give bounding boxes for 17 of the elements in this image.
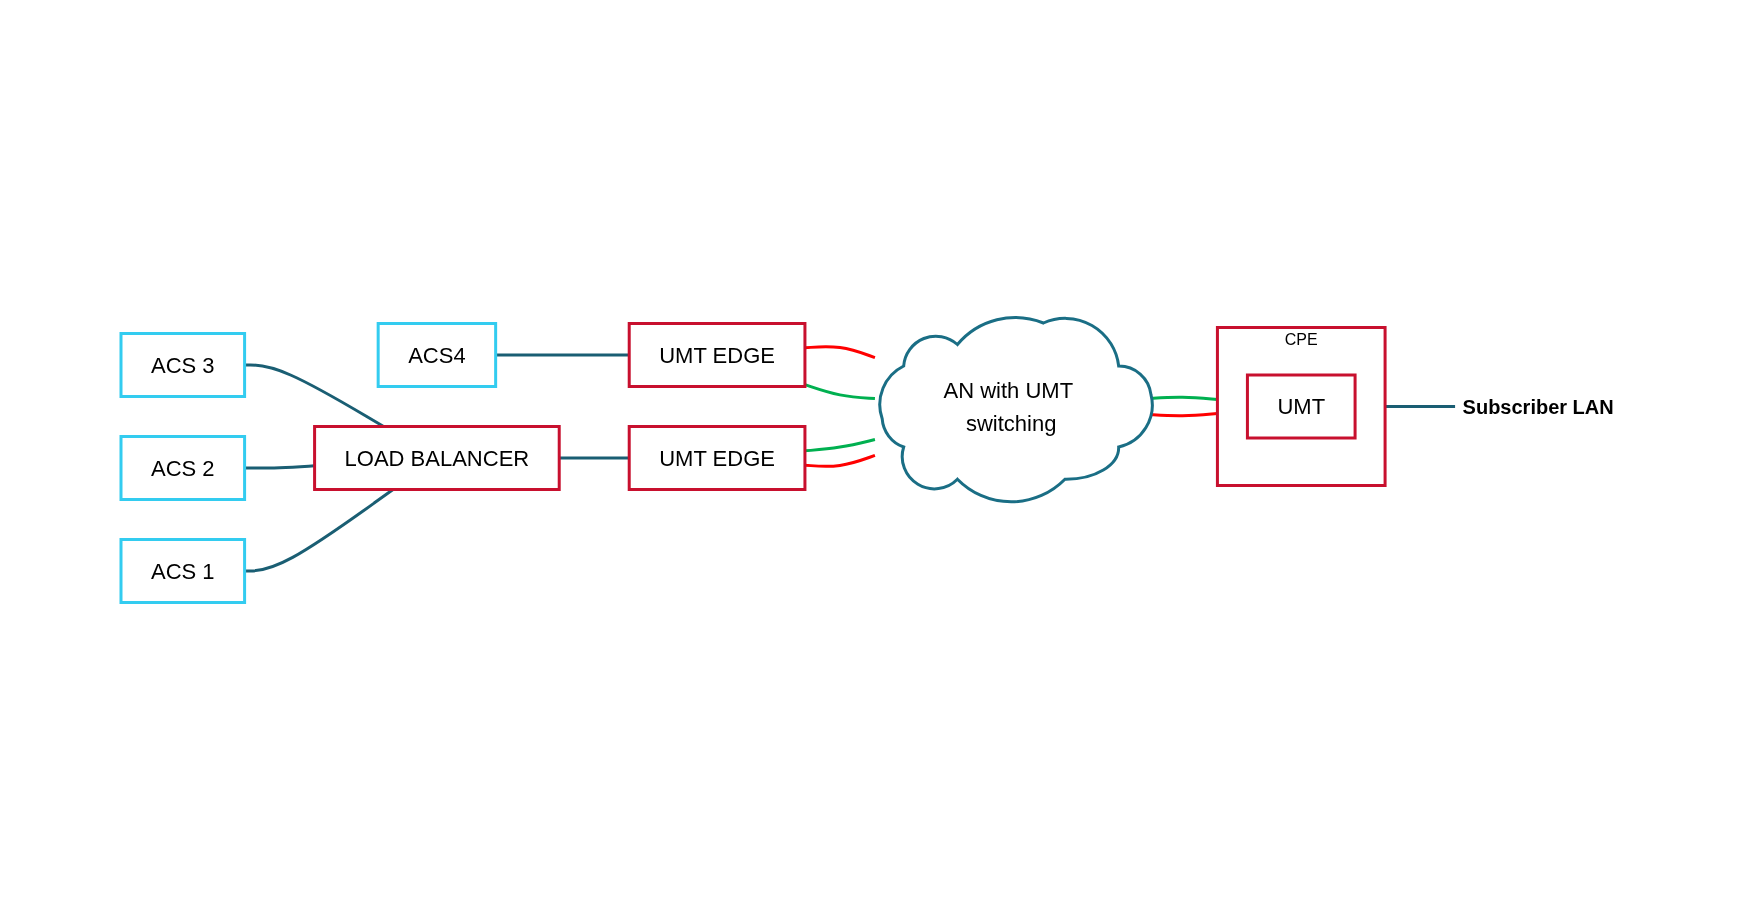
node-box: ACS 1 bbox=[119, 538, 246, 604]
connector bbox=[244, 464, 315, 470]
connector bbox=[1384, 405, 1455, 408]
connector bbox=[495, 353, 630, 357]
node-box: UMT EDGE bbox=[627, 425, 807, 491]
connector bbox=[559, 456, 630, 460]
node-text: Subscriber LAN bbox=[1462, 395, 1614, 418]
node-box: ACS 2 bbox=[119, 435, 246, 501]
connector bbox=[804, 345, 876, 359]
node-box: ACS 3 bbox=[119, 332, 246, 398]
node-box: LOAD BALANCER bbox=[312, 425, 561, 491]
connector bbox=[804, 383, 875, 401]
connector bbox=[804, 454, 876, 468]
node-box: UMT bbox=[1245, 373, 1357, 440]
node-box: UMT EDGE bbox=[627, 322, 807, 388]
node-box: ACS4 bbox=[376, 322, 497, 388]
connector bbox=[804, 438, 876, 453]
